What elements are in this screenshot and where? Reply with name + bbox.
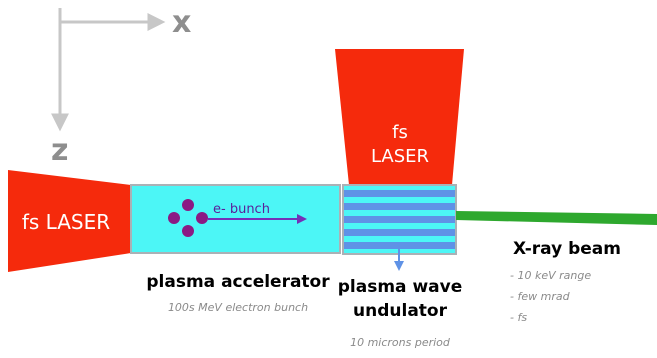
xray-beam: X-ray beam - 10 keV range - few mrad - f…: [456, 211, 657, 324]
bunch-label: e- bunch: [213, 202, 270, 217]
undulator-stripe: [344, 216, 455, 223]
electron: [182, 225, 194, 237]
xray-beam-line: [456, 211, 657, 225]
side-laser: fs LASER: [8, 170, 131, 272]
z-axis-label: z: [51, 133, 68, 168]
plasma-undulator: plasma wave undulator 10 microns period: [338, 184, 462, 349]
accelerator-subtitle: 100s MeV electron bunch: [168, 301, 308, 314]
side-laser-label: fs LASER: [22, 210, 110, 234]
xray-bullet: - 10 keV range: [510, 269, 591, 282]
electron: [168, 212, 180, 224]
xray-bullet: - fs: [510, 311, 527, 324]
xray-bullet: - few mrad: [510, 290, 571, 303]
electron: [182, 199, 194, 211]
accelerator-title: plasma accelerator: [146, 272, 330, 292]
undulator-stripe: [344, 203, 455, 210]
undulator-stripe: [344, 229, 455, 236]
top-laser-label-line1: fs: [392, 122, 408, 143]
side-laser-shape: [8, 170, 131, 272]
undulator-title-line1: plasma wave: [338, 277, 462, 297]
undulator-title-line2: undulator: [353, 301, 448, 321]
undulator-stripe: [344, 242, 455, 249]
undulator-stripe: [344, 190, 455, 197]
electron-bunch: [168, 199, 208, 237]
top-laser-label-line2: LASER: [371, 146, 429, 167]
undulator-subtitle: 10 microns period: [350, 336, 451, 349]
top-laser: fs LASER: [335, 49, 464, 185]
top-laser-shape: [335, 49, 464, 185]
plasma-accelerator: e- bunch plasma accelerator 100s MeV ele…: [130, 184, 341, 314]
x-axis-label: x: [172, 5, 191, 40]
coordinate-axes: x z: [51, 5, 191, 168]
xray-title: X-ray beam: [513, 239, 621, 259]
electron: [196, 212, 208, 224]
